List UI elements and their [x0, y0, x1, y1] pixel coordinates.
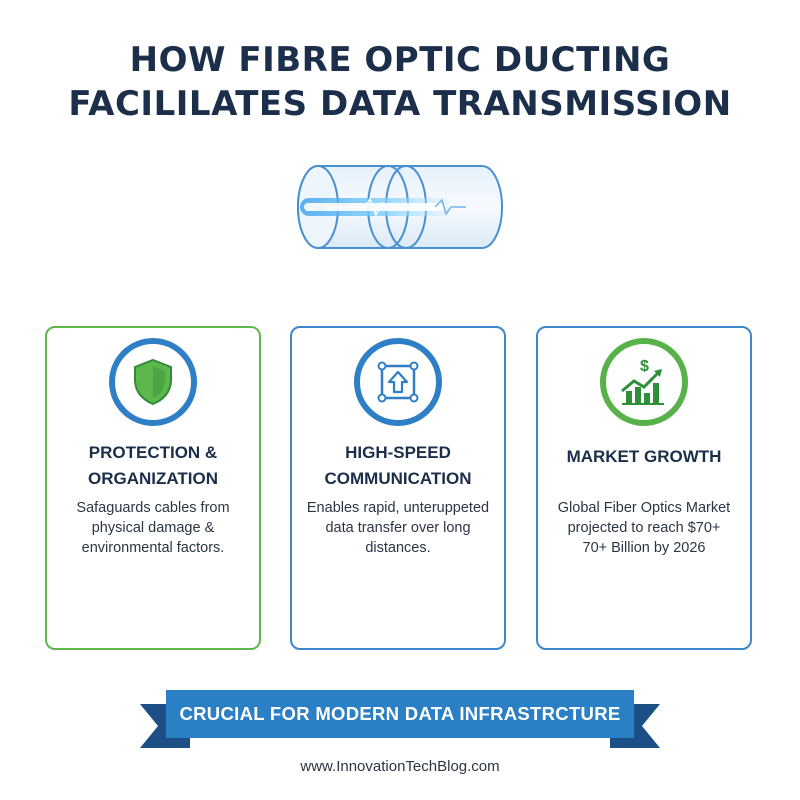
card-description-line-1: Global Fiber Optics Market — [557, 500, 731, 516]
shield-icon — [134, 358, 172, 406]
banner-text: CRUCIAL FOR MODERN DATA INFRASTRCTURE — [166, 690, 634, 738]
market-growth-chart-icon: $ — [621, 358, 664, 405]
card-icon-ring — [109, 338, 197, 426]
card-title: HIGH-SPEED COMMUNICATION — [292, 440, 504, 492]
page-title: HOW FIBRE OPTIC DUCTING FACILILATES DATA… — [0, 38, 800, 126]
svg-text:$: $ — [640, 358, 649, 375]
card-protection: PROTECTION & ORGANIZATION Safaguards cab… — [45, 326, 261, 650]
footer-website-url: www.InnovationTechBlog.com — [300, 758, 500, 775]
card-title-line-2: ORGANIZATION — [87, 469, 218, 488]
card-description: Global Fiber Optics Market projected to … — [546, 498, 742, 558]
page-title-line-1: HOW FIBRE OPTIC DUCTING — [129, 40, 671, 80]
fibre-optic-duct-illustration — [297, 165, 503, 249]
bottom-banner: CRUCIAL FOR MODERN DATA INFRASTRCTURE — [140, 690, 660, 754]
card-description-line-3: 70+ Billion by 2026 — [582, 540, 706, 556]
network-upload-icon — [377, 361, 419, 403]
card-title-line-2: COMMUNICATION — [324, 469, 472, 488]
card-icon-ring — [354, 338, 442, 426]
card-title: PROTECTION & ORGANIZATION — [47, 440, 259, 492]
page-title-line-2: FACILILATES DATA TRANSMISSION — [68, 84, 732, 124]
card-communication: HIGH-SPEED COMMUNICATION Enables rapid, … — [290, 326, 506, 650]
card-title-line-1: HIGH-SPEED — [345, 443, 451, 462]
card-description: Enables rapid, unteruppeted data transfe… — [306, 500, 490, 556]
card-title-line-1: PROTECTION & — [88, 443, 218, 462]
card-icon-ring: $ — [600, 338, 688, 426]
card-market-growth: $ MARKET GROWTH Global Fiber Optics Mark… — [536, 326, 752, 650]
card-description: Safaguards cables from physical damage &… — [76, 500, 230, 556]
card-title: MARKET GROWTH — [566, 447, 722, 466]
card-description-line-2: projected to reach $70+ — [567, 520, 721, 536]
